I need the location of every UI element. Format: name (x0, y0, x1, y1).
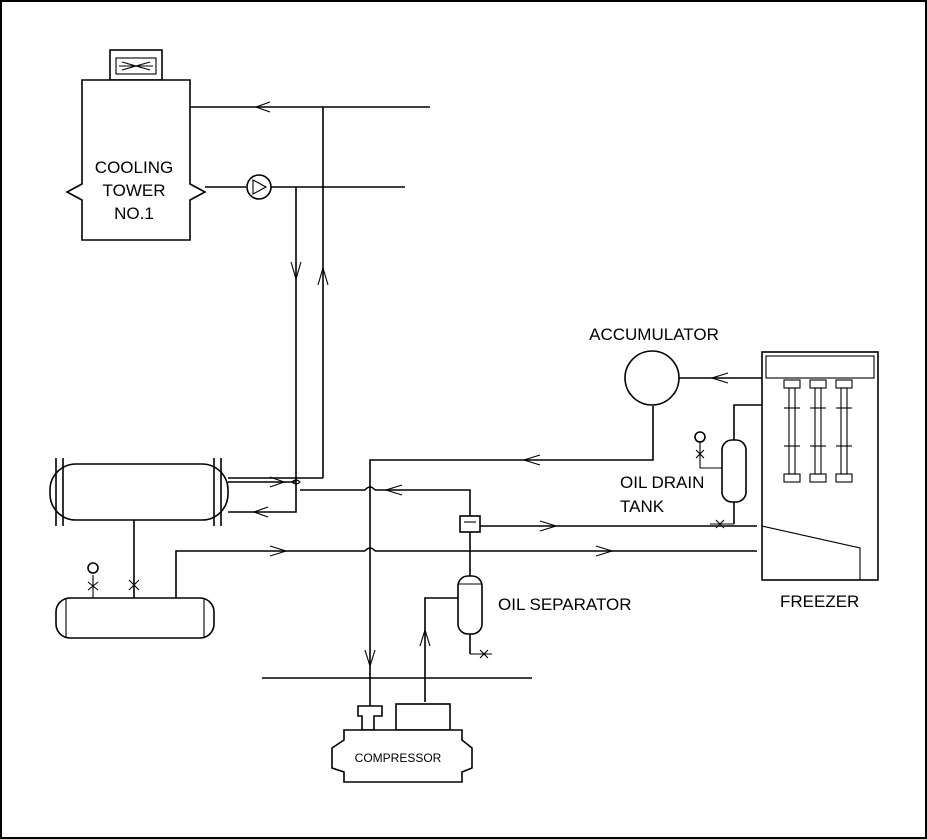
cooling-tower-label-2: TOWER (103, 181, 166, 200)
oil-separator-label: OIL SEPARATOR (498, 595, 632, 614)
valve-icon (128, 579, 140, 591)
oil-separator: OIL SEPARATOR (457, 575, 632, 659)
accumulator-label: ACCUMULATOR (589, 325, 719, 344)
cooling-tower: COOLING TOWER NO.1 (65, 49, 207, 241)
freezer: FREEZER (761, 351, 879, 611)
pressure-gauge-icon (87, 562, 99, 574)
condenser (49, 458, 229, 526)
receiver (55, 597, 215, 639)
water-return-line (190, 101, 430, 478)
compressor-label: COMPRESSOR (355, 751, 442, 765)
suction-line (364, 406, 654, 706)
oil-drain-tank-label-1: OIL DRAIN (620, 473, 704, 492)
compressor: COMPRESSOR (331, 703, 473, 783)
discharge-line (300, 484, 757, 576)
oil-drain-tank: OIL DRAIN TANK (620, 404, 768, 529)
pump-icon (246, 174, 272, 200)
cooling-tower-label-3: NO.1 (114, 204, 154, 223)
oil-drain-tank-label-2: TANK (620, 497, 665, 516)
valve-icon (87, 581, 99, 591)
cooling-tower-label-1: COOLING (95, 158, 173, 177)
float-valve (459, 515, 481, 533)
liquid-line (175, 545, 757, 598)
freezer-label: FREEZER (780, 592, 859, 611)
water-supply-line (205, 174, 405, 480)
accumulator: ACCUMULATOR (589, 325, 719, 406)
